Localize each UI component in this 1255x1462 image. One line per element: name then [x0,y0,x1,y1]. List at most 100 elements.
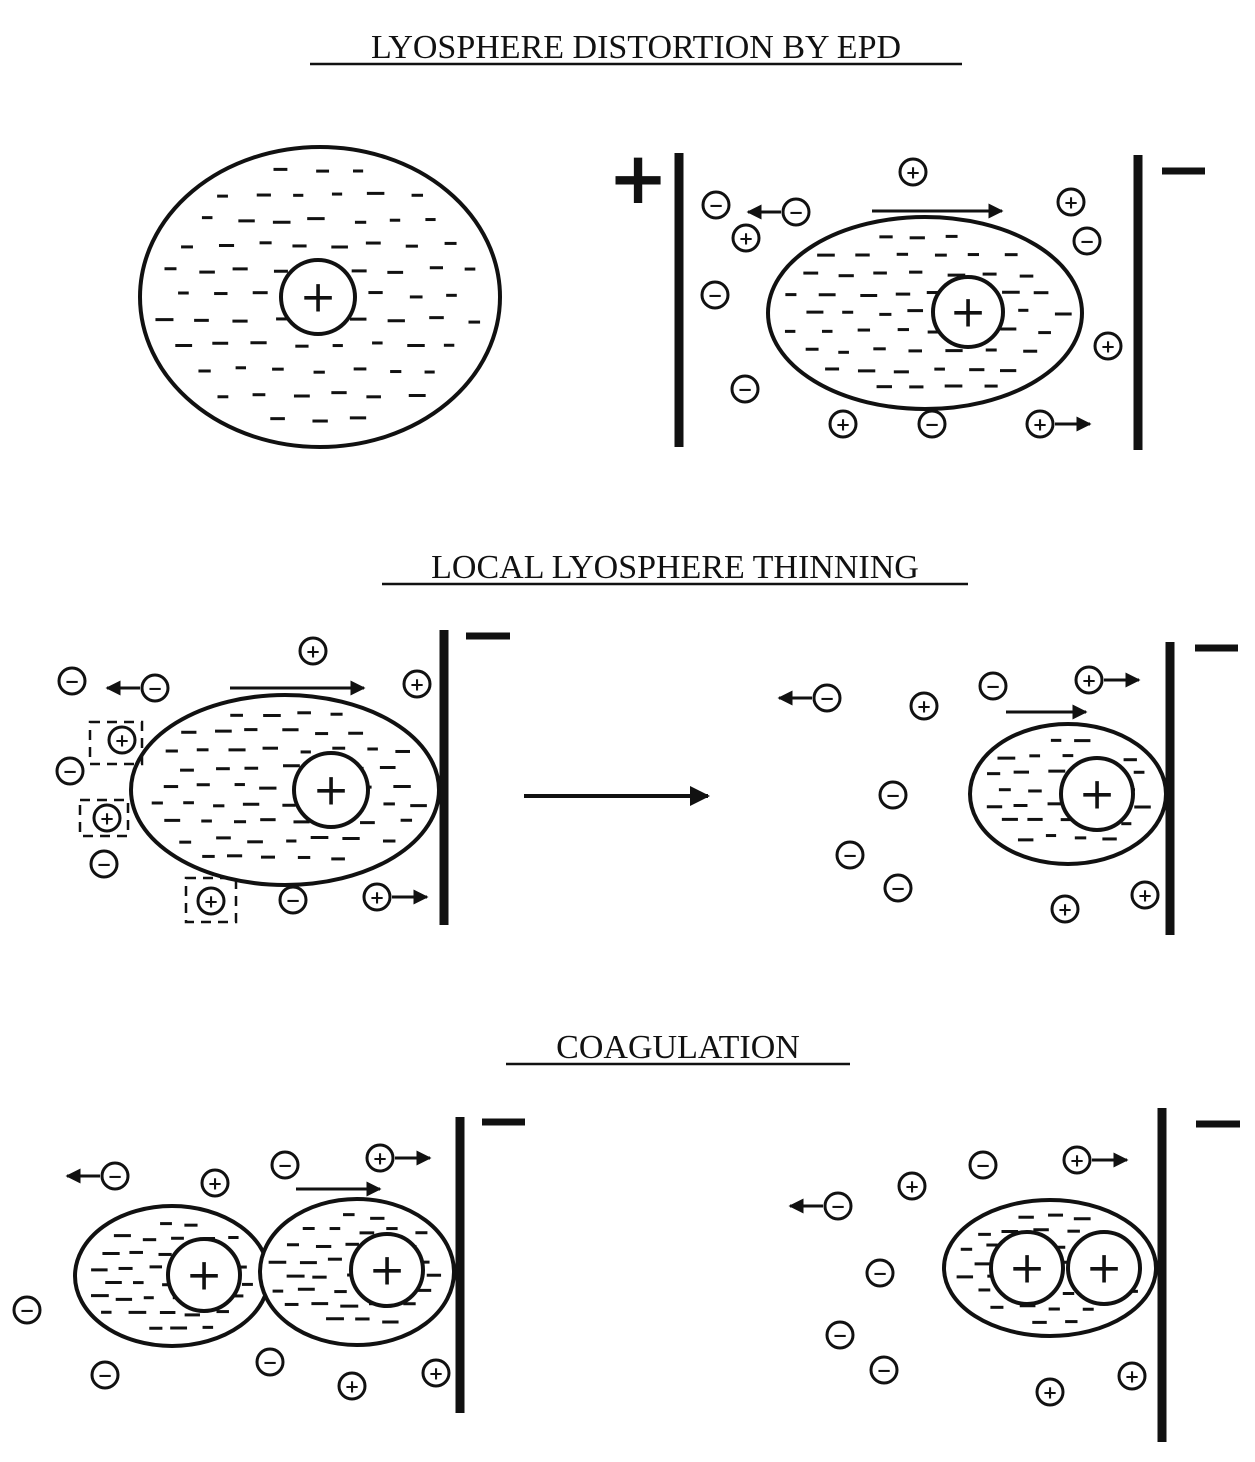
ion-ring [835,840,865,870]
ion-sign-negative: − [708,196,723,217]
particle-positive-core: + [950,287,987,338]
cation-ion: + [1025,409,1092,439]
particle-positive-core: + [313,765,350,816]
ion-ring [917,409,947,439]
ion-ring [100,1161,130,1191]
cation-ion: + [1050,894,1080,924]
ion-sign-negative: − [830,1197,845,1218]
ion-ring [255,1347,285,1377]
cation-ion: + [362,882,429,912]
ion-sign-negative: − [64,672,79,693]
anion-ion: − [825,1320,855,1350]
ion-ring [57,666,87,696]
ion-ring [1025,409,1055,439]
ion-sign-negative: − [1079,232,1094,253]
lyosphere-undistorted: + [138,145,502,449]
anion-ion: − [701,190,731,220]
ion-ring [1074,665,1104,695]
section-title-thinning: LOCAL LYOSPHERE THINNING [382,549,968,586]
ion-sign-negative: − [277,1156,292,1177]
ion-sign-positive: + [1032,415,1047,436]
ion-sign-positive: + [1137,886,1152,907]
ion-ring [828,409,858,439]
ion-ring [700,280,730,310]
cation-ion: + [421,1358,451,1388]
cation-ion: + [1056,187,1086,217]
anion-ion: − [65,1161,130,1191]
ion-ring [883,873,913,903]
lyosphere-thinning: + [78,693,441,924]
ion-sign-negative: − [890,879,905,900]
cation-ion: + [337,1371,367,1401]
electrode-positive: + [608,136,684,447]
ion-sign-negative: − [96,855,111,876]
anion-ion: − [865,1258,895,1288]
ion-ring [90,1360,120,1390]
ion-sign-negative: − [97,1366,112,1387]
section-title-distortion: LYOSPHERE DISTORTION BY EPD [310,29,962,66]
ion-sign-positive: + [738,229,753,250]
ion-ring [1035,1377,1065,1407]
anion-ion: − [55,756,85,786]
ion-ring [278,885,308,915]
ion-ring [812,683,842,713]
particle-positive-core: + [1079,769,1116,820]
electrode-negative [439,630,510,925]
anion-ion: − [12,1295,42,1325]
cation-ion: + [1035,1377,1065,1407]
anion-ion: − [255,1347,285,1377]
ion-ring [92,803,122,833]
ion-ring [89,849,119,879]
ion-sign-positive: + [207,1174,222,1195]
ion-ring [909,691,939,721]
anion-ion: − [746,197,811,227]
ion-sign-negative: − [62,762,77,783]
ion-sign-negative: − [985,677,1000,698]
ion-sign-positive: + [114,731,129,752]
ion-sign-positive: + [428,1364,443,1385]
ion-sign-positive: + [1081,671,1096,692]
ion-ring [1050,894,1080,924]
cation-ion: + [298,636,328,666]
ion-sign-positive: + [916,697,931,718]
cation-ion: + [196,886,226,916]
anion-ion: − [917,409,947,439]
counterion-cloud [155,167,481,423]
ion-sign-negative: − [975,1156,990,1177]
anion-ion: − [1072,226,1102,256]
ion-sign-negative: − [262,1353,277,1374]
ion-ring [270,1150,300,1180]
ion-sign-negative: − [832,1326,847,1347]
anion-ion: − [89,849,119,879]
cation-ion: + [200,1168,230,1198]
cation-ion: + [1130,880,1160,910]
ion-sign-positive: + [835,415,850,436]
ion-layer: + − − + + − − + − + − + + − − + + − + − … [12,157,1160,1407]
anion-ion: − [869,1355,899,1385]
ion-sign-positive: + [1069,1151,1084,1172]
anion-ion: − [270,1150,300,1180]
ion-sign-positive: + [905,163,920,184]
ion-sign-positive: + [904,1177,919,1198]
cation-ion: + [365,1143,432,1173]
ion-sign-negative: − [147,679,162,700]
ion-ring [140,673,170,703]
particle-positive-core: + [186,1250,223,1301]
ion-ring [12,1295,42,1325]
lyosphere-pair-left: + [73,1204,271,1348]
electrode-negative [455,1117,525,1413]
ion-sign-negative: − [885,786,900,807]
ion-ring [730,374,760,404]
cation-ion: + [1074,665,1141,695]
anion-ion: − [700,280,730,310]
cation-ion: + [897,1171,927,1201]
ion-ring [1062,1145,1092,1175]
ion-sign-negative: − [876,1361,891,1382]
section-title-coagulation: COAGULATION [506,1029,850,1066]
ion-ring [1117,1361,1147,1391]
counterion-cloud [784,234,1072,389]
ion-ring [968,1150,998,1180]
ion-sign-positive: + [344,1377,359,1398]
electrode-negative [1133,155,1205,450]
ion-sign-positive: + [203,892,218,913]
